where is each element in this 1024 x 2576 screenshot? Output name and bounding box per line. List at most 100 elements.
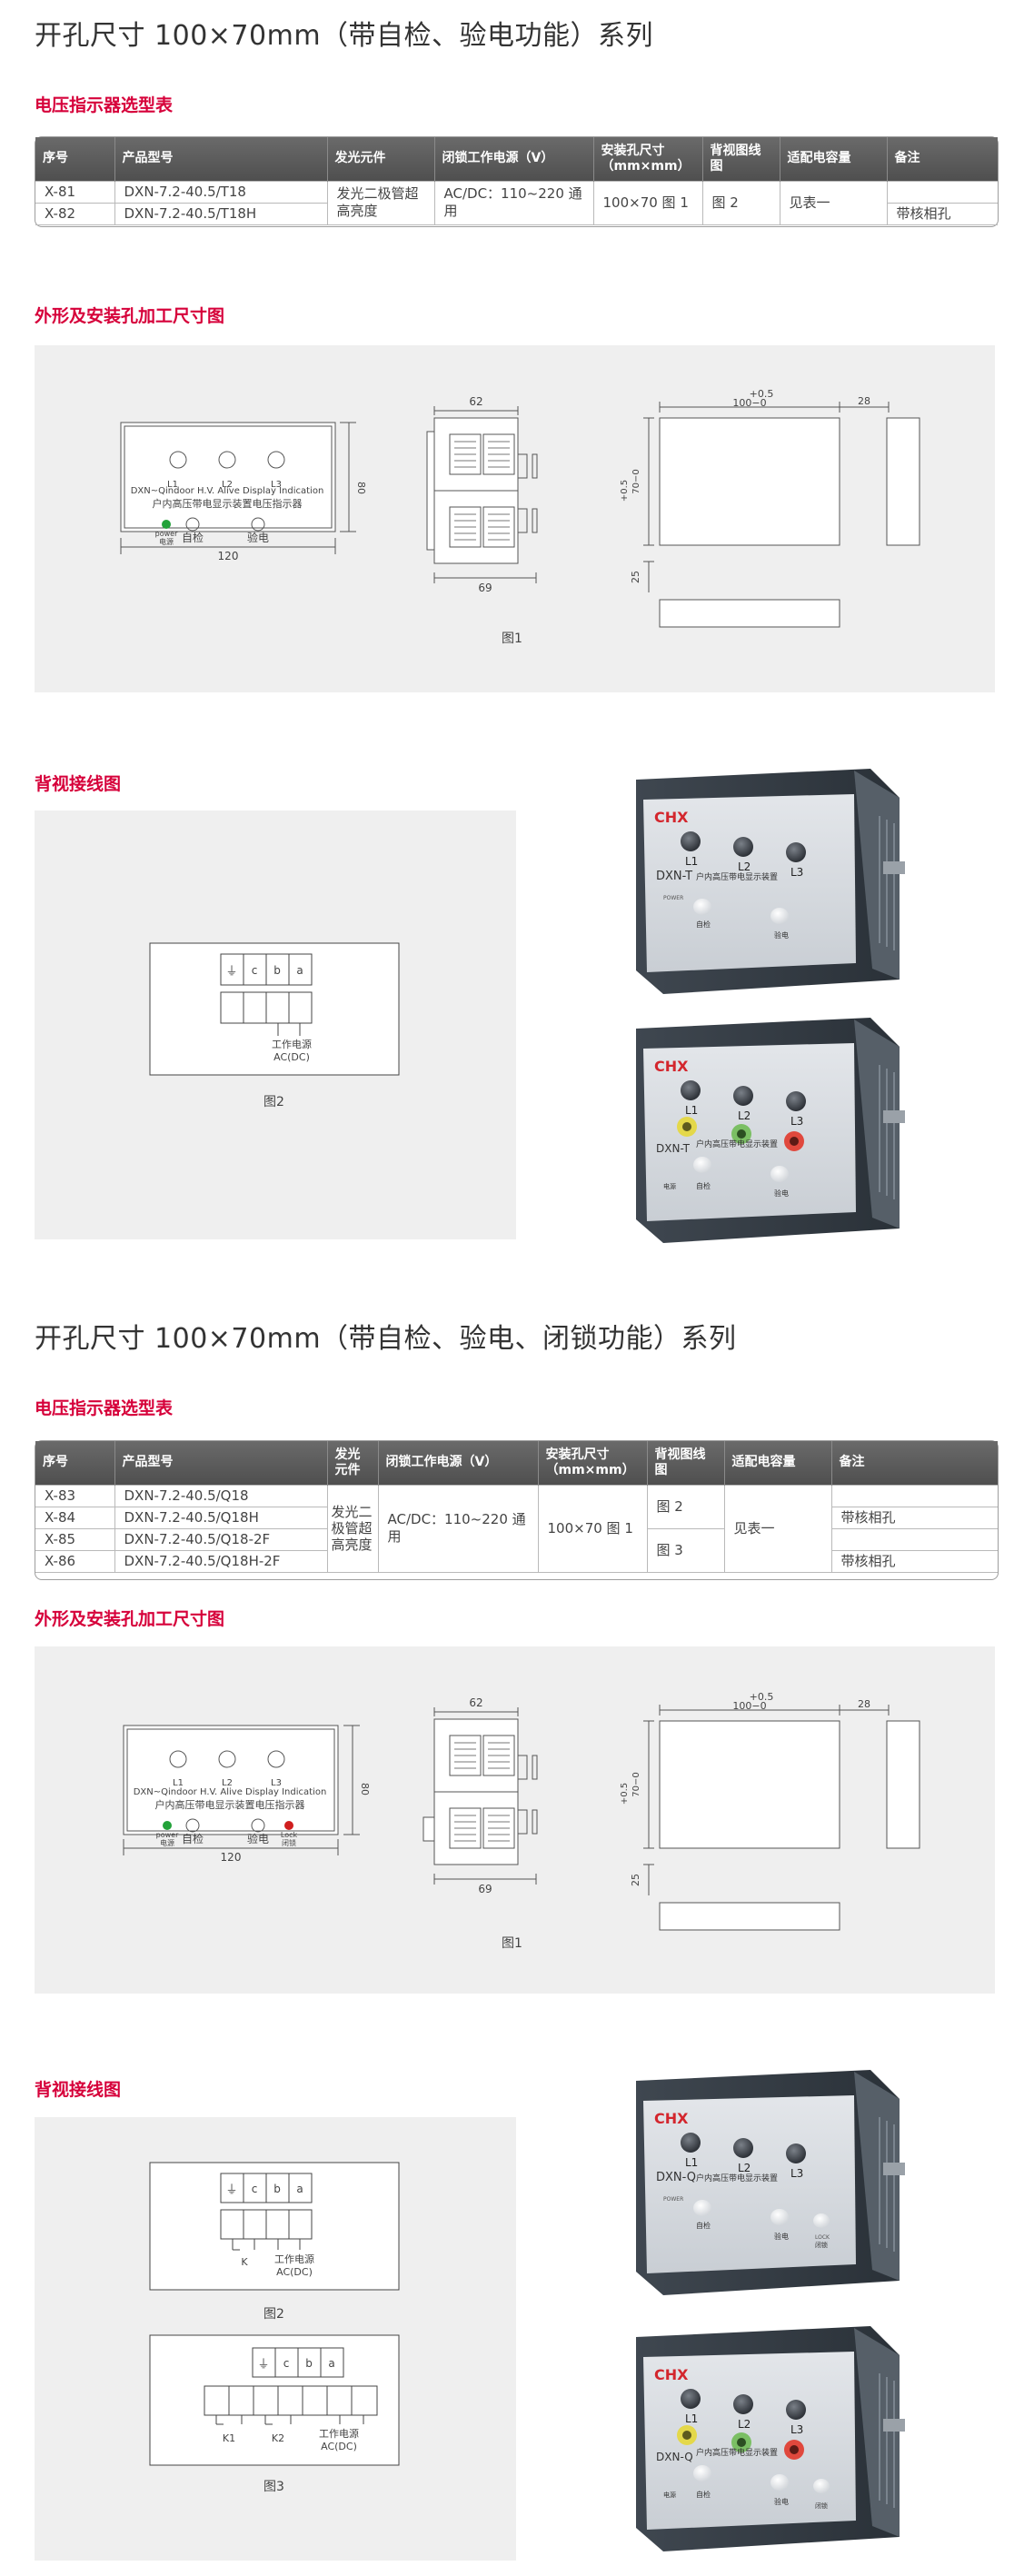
device-chinese-text: 户内高压带电显示装置	[696, 1139, 778, 1149]
label-check: 验电	[247, 1832, 269, 1845]
device-label-l2: L2	[738, 2162, 751, 2174]
device-check-label: 验电	[774, 930, 789, 940]
device-lock-cn-label: 闭锁	[815, 2501, 828, 2510]
cell-note: 带核相孔	[831, 1549, 998, 1573]
header-no: 序号	[35, 137, 115, 181]
terminal-c: c	[252, 964, 258, 977]
device-power-cn-label: 电源	[663, 1182, 676, 1190]
section2-wiring-heading: 背视接线图	[35, 2080, 122, 2100]
terminal-c: c	[252, 2183, 258, 2195]
dim-80: 80	[359, 1783, 371, 1795]
device-check-label: 验电	[774, 1189, 789, 1198]
brand-logo-text: CHX	[654, 1058, 689, 1075]
wiring-diagram-fig2-fig3: ⏚ c b a K 工作电源 AC(DC) ⏚ c	[149, 2162, 400, 2466]
header-model: 产品型号	[114, 1441, 328, 1485]
work-power-label: 工作电源	[272, 1038, 312, 1050]
brand-logo-text: CHX	[654, 2366, 689, 2383]
table-row: X-82 DXN-7.2-40.5/T18H 带核相孔	[35, 202, 998, 225]
cell-no: X-86	[35, 1549, 115, 1573]
section1-dimension-heading: 外形及安装孔加工尺寸图	[35, 306, 225, 326]
label-selftest: 自检	[182, 531, 204, 544]
device-label-l3: L3	[790, 2167, 803, 2180]
device-lock-cn-label: 闭锁	[815, 2241, 828, 2249]
header-hole: 安装孔尺寸（mm×mm）	[593, 137, 703, 181]
table-row: X-81 DXN-7.2-40.5/T18 发光二极管超高亮度 AC/DC：11…	[35, 180, 998, 225]
section1-table-frame	[35, 136, 999, 227]
cell-back: 图 3	[647, 1527, 725, 1573]
device-selftest-label: 自检	[696, 2490, 711, 2499]
device-label-l2: L2	[738, 860, 751, 873]
cell-back: 图 2	[702, 180, 780, 225]
cell-note	[831, 1484, 998, 1507]
device-label-l1: L1	[685, 2156, 698, 2169]
device-model-text: DXN-Q	[656, 2171, 696, 2184]
section1-title: 开孔尺寸 100×70mm（带自检、验电功能）系列	[35, 20, 654, 52]
device-label-l2: L2	[738, 1109, 751, 1122]
cell-note: 带核相孔	[887, 202, 998, 225]
dim-120: 120	[218, 550, 239, 562]
device-label-l1: L1	[685, 1104, 698, 1117]
label-l1: L1	[173, 1778, 184, 1788]
cell-model: DXN-7.2-40.5/T18	[114, 180, 328, 204]
label-l2: L2	[222, 1778, 233, 1788]
device-label-l1: L1	[685, 2412, 698, 2425]
cell-capacity: 见表一	[780, 180, 888, 225]
label-l2: L2	[222, 480, 233, 490]
header-note: 备注	[887, 137, 998, 181]
panel-english-text: DXN~Qindoor H.V. Alive Display Indicatio…	[134, 1787, 327, 1797]
header-model: 产品型号	[114, 137, 328, 181]
device-power-label: POWER	[663, 2196, 683, 2203]
device-check-label: 验电	[774, 2232, 789, 2241]
cell-model: DXN-7.2-40.5/T18H	[114, 202, 328, 225]
cell-model: DXN-7.2-40.5/Q18	[114, 1484, 328, 1507]
device-illustration: CHX L1 L2 L3 DXN-T 户内高压带电显示装置 POWER 自检 验…	[636, 769, 905, 994]
cell-no: X-84	[35, 1506, 115, 1529]
cell-note	[831, 1527, 998, 1551]
device-power-label: POWER	[663, 895, 683, 901]
dimension-drawing: L1 L2 L3 DXN~Qindoor H.V. Alive Display …	[120, 388, 920, 628]
section1-dimension-panel: L1 L2 L3 DXN~Qindoor H.V. Alive Display …	[35, 345, 995, 692]
device-illustration: CHX L1 L2 L3 DXN-Q 户内高压带电显示装置 POWER 自检 验…	[636, 2070, 905, 2295]
label-check: 验电	[247, 531, 269, 544]
figure1-caption: 图1	[502, 1936, 522, 1951]
section2-dimension-heading: 外形及安装孔加工尺寸图	[35, 1609, 225, 1629]
terminal-c: c	[283, 2357, 290, 2370]
dim-25: 25	[630, 1874, 641, 1886]
table-row: X-83 DXN-7.2-40.5/Q18 发光二极管超高亮度 AC/DC：11…	[35, 1484, 998, 1573]
terminal-b: b	[305, 2357, 313, 2370]
work-power-label: 工作电源	[319, 2427, 359, 2440]
acdc-label: AC(DC)	[273, 1051, 310, 1063]
dim-28: 28	[858, 395, 870, 407]
section1-wiring-panel: ⏚ c b a 工作电源 AC(DC) 图2	[35, 811, 516, 1239]
header-light: 发光元件	[327, 137, 435, 181]
header-light: 发光元件	[327, 1441, 379, 1485]
label-lock-cn: 闭锁	[282, 1838, 296, 1847]
dim-28: 28	[858, 1698, 870, 1710]
header-hole: 安装孔尺寸（mm×mm）	[538, 1441, 648, 1485]
cell-model: DXN-7.2-40.5/Q18H-2F	[114, 1549, 328, 1573]
panel-english-text: DXN~Qindoor H.V. Alive Display Indicatio…	[131, 486, 324, 496]
brand-logo-text: CHX	[654, 2110, 689, 2127]
section1-table-heading: 电压指示器选型表	[35, 95, 174, 115]
device-chinese-text: 户内高压带电显示装置	[696, 2173, 778, 2183]
wiring-diagram-fig2: ⏚ c b a 工作电源 AC(DC)	[149, 942, 400, 1076]
header-note: 备注	[831, 1441, 998, 1485]
device-model-text: DXN-T	[656, 1142, 691, 1155]
dim-69: 69	[478, 1883, 492, 1895]
acdc-label: AC(DC)	[321, 2441, 357, 2452]
dim-plus05: +0.5	[750, 1691, 774, 1703]
ground-terminal: ⏚	[225, 965, 237, 979]
dim-plus05-vertical: +0.5	[620, 1783, 630, 1805]
cell-capacity: 见表一	[724, 1484, 832, 1573]
dim-plus05-vertical: +0.5	[620, 480, 630, 502]
dim-69: 69	[478, 582, 492, 594]
label-selftest: 自检	[182, 1832, 204, 1845]
cell-power: AC/DC：110~220 通用	[378, 1484, 539, 1573]
dim-70: 70−0	[631, 1772, 641, 1796]
device-label-l1: L1	[685, 855, 698, 868]
figure1-caption: 图1	[502, 632, 522, 646]
label-power-cn: 电源	[160, 1838, 174, 1847]
dim-25: 25	[630, 571, 641, 583]
cell-note: 带核相孔	[831, 1506, 998, 1529]
device-model-text: DXN-T	[656, 870, 692, 883]
